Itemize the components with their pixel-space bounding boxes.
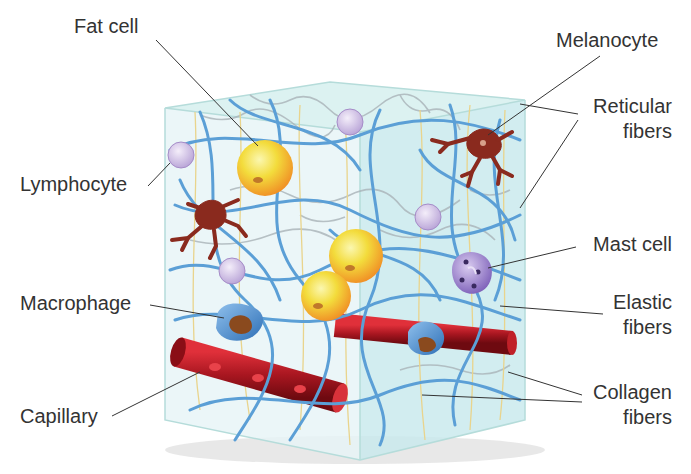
- part-label: Collagen fibers: [574, 380, 672, 430]
- melanocyte: [182, 238, 188, 250]
- mast-cell: [452, 252, 492, 294]
- part-label: Macrophage: [20, 291, 131, 316]
- fat-cell: [253, 177, 263, 183]
- melanocyte: [224, 220, 246, 236]
- fat-cell: [237, 140, 383, 321]
- fat-cell: [313, 303, 323, 309]
- melanocyte: [498, 132, 512, 140]
- macrophage: [408, 322, 444, 355]
- part-label: Elastic fibers: [590, 290, 672, 340]
- part-label: Capillary: [20, 404, 98, 429]
- mast-cell: [464, 260, 469, 265]
- tissue-block: [359, 132, 361, 460]
- melanocyte: [432, 138, 470, 144]
- leader-line: [112, 40, 603, 416]
- leader-line: [520, 104, 578, 114]
- macrophage: [418, 337, 436, 352]
- leader-line: [488, 56, 600, 135]
- capillary: [167, 336, 189, 369]
- lymphocyte: [415, 204, 441, 230]
- melanocyte: [480, 140, 486, 146]
- collagen-fiber: [170, 100, 520, 445]
- leader-line: [500, 306, 603, 314]
- tissue-block: [165, 82, 525, 460]
- capillary: [329, 382, 351, 415]
- mast-cell: [472, 284, 477, 289]
- collagen-fiber: [180, 180, 280, 300]
- fat-cell: [345, 265, 355, 271]
- leader-line: [150, 305, 224, 318]
- leader-line: [520, 120, 578, 208]
- melanocyte: [492, 156, 512, 176]
- lymphocyte: [219, 258, 245, 284]
- capillary: [252, 374, 264, 382]
- fat-cell: [301, 271, 351, 321]
- melanocyte: [440, 144, 448, 152]
- melanocyte: [172, 200, 246, 258]
- part-label: Mast cell: [593, 232, 672, 257]
- macrophage: [216, 304, 444, 356]
- leader-line: [148, 163, 170, 186]
- fat-cell: [237, 140, 293, 196]
- mast-cell: [468, 267, 476, 274]
- capillary: [294, 385, 306, 393]
- tissue-block: [165, 100, 525, 460]
- reticular-fiber: [300, 215, 345, 222]
- part-label: Fat cell: [74, 14, 138, 39]
- melanocyte: [195, 200, 226, 229]
- mast-cell: [452, 252, 492, 294]
- leader-line: [112, 372, 200, 416]
- leader-line: [422, 395, 582, 402]
- macrophage: [216, 304, 263, 341]
- melanocyte: [498, 170, 500, 184]
- melanocyte: [462, 172, 472, 176]
- leader-line: [508, 372, 582, 395]
- leader-line: [488, 247, 576, 268]
- reticular-fiber: [400, 365, 510, 374]
- melanocyte: [172, 129, 512, 258]
- part-label: Lymphocyte: [20, 172, 127, 197]
- macrophage: [229, 315, 252, 334]
- melanocyte: [432, 132, 512, 186]
- lymphocyte: [168, 142, 194, 168]
- capillary: [209, 363, 221, 371]
- tissue-block: [360, 100, 525, 460]
- collagen-fiber: [190, 380, 520, 410]
- capillary: [507, 331, 517, 355]
- lymphocyte: [337, 109, 363, 135]
- melanocyte: [224, 200, 238, 206]
- melanocyte: [467, 129, 502, 158]
- leader-line: [156, 40, 258, 146]
- part-label: Melanocyte: [556, 28, 658, 53]
- capillary: [178, 352, 340, 398]
- melanocyte: [210, 230, 216, 258]
- mast-cell: [460, 278, 465, 283]
- lymphocyte: [168, 109, 441, 284]
- melanocyte: [188, 204, 200, 208]
- part-label: Reticular fibers: [572, 94, 672, 144]
